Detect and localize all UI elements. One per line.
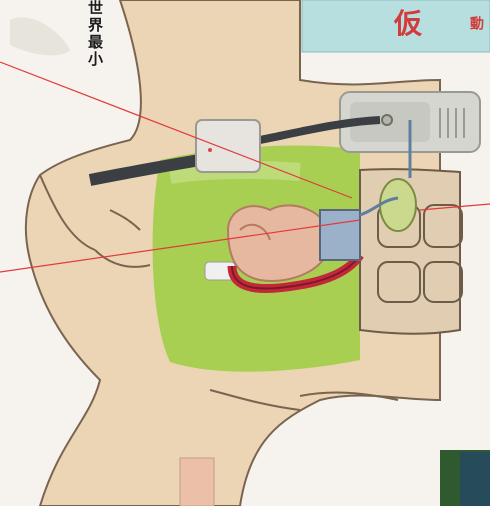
skin-connector [196,120,260,172]
dark-block-2 [460,452,490,506]
pump-chamber [380,179,416,231]
controller-port [382,115,392,125]
pump-body [320,210,360,260]
connector-dot [208,148,212,152]
pink-swatch [180,458,214,506]
vertical-caption: 世界最小 [80,0,106,90]
teal-panel-glyph: 仮 [394,2,434,42]
teal-panel-glyph-2: 動 [466,16,486,56]
